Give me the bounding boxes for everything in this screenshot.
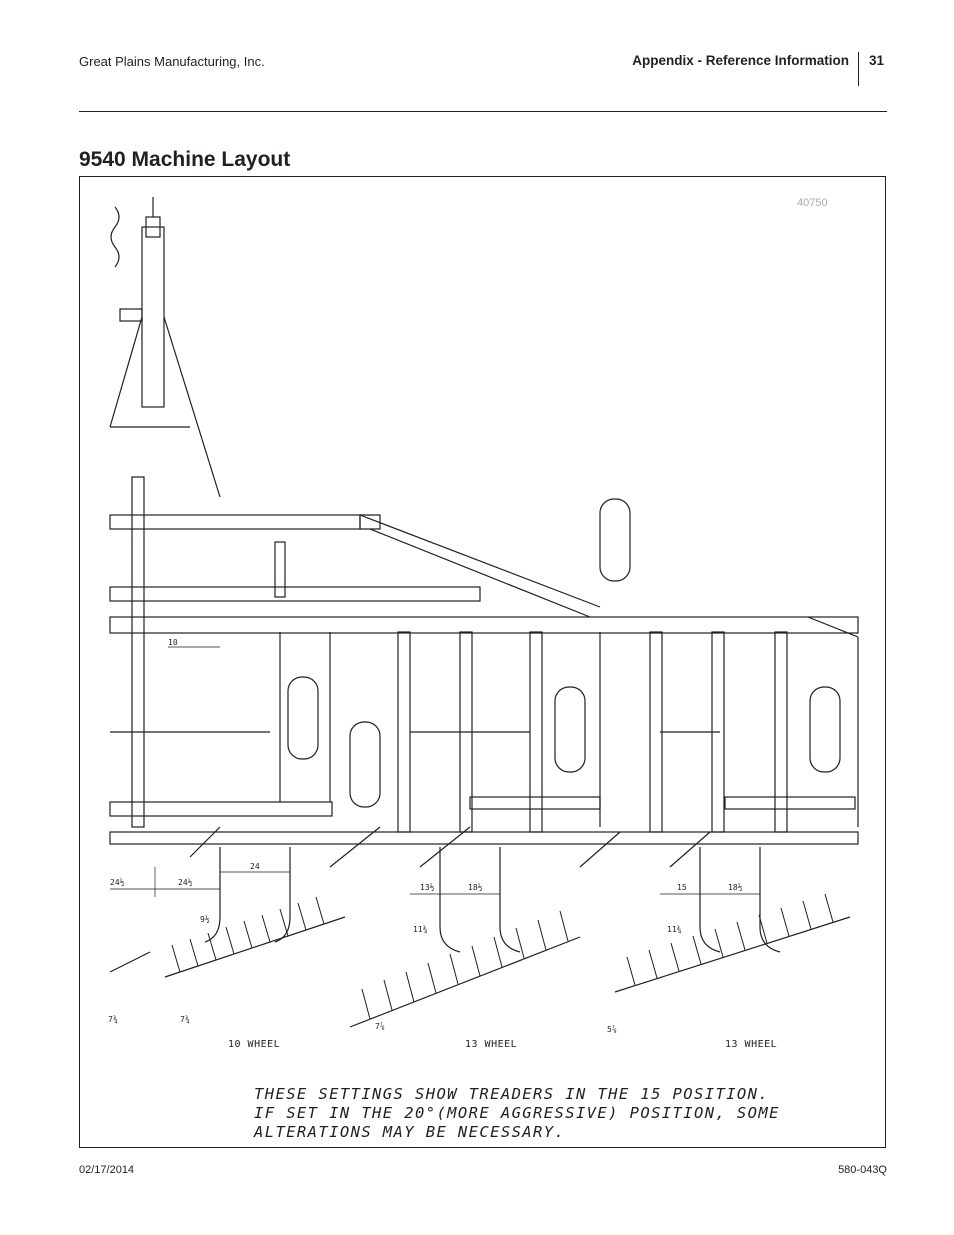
figure-note: THESE SETTINGS SHOW TREADERS IN THE 15 P… — [254, 1085, 780, 1142]
footer-doc-number: 580-043Q — [838, 1164, 887, 1176]
note-line: THESE SETTINGS SHOW TREADERS IN THE 15 P… — [254, 1085, 770, 1103]
svg-text:15: 15 — [677, 883, 687, 892]
note-line: ALTERATIONS MAY BE NECESSARY. — [254, 1123, 566, 1141]
svg-text:24: 24 — [250, 862, 260, 871]
svg-text:9½: 9½ — [200, 914, 210, 924]
page-number: 31 — [869, 53, 885, 68]
header-company: Great Plains Manufacturing, Inc. — [79, 54, 265, 69]
svg-text:7¾: 7¾ — [108, 1015, 118, 1024]
machine-layout-drawing: 10 24½ 24½ 24 13½ 18½ 15 18½ 9½ 11¾ 11¾ … — [108, 197, 859, 1034]
svg-text:11¾: 11¾ — [667, 925, 682, 934]
svg-text:13½: 13½ — [420, 882, 435, 892]
page-title: 9540 Machine Layout — [79, 148, 291, 171]
svg-text:11¾: 11¾ — [413, 925, 428, 934]
svg-text:18½: 18½ — [728, 882, 743, 892]
svg-text:5⅞: 5⅞ — [607, 1025, 617, 1034]
wheel-label-3: 13 WHEEL — [725, 1039, 778, 1050]
footer-date: 02/17/2014 — [79, 1164, 135, 1176]
header-section-title: Appendix - Reference Information — [632, 53, 849, 68]
svg-text:24½: 24½ — [178, 877, 193, 887]
svg-text:10: 10 — [168, 638, 178, 647]
header-rule — [79, 111, 887, 112]
svg-text:24½: 24½ — [110, 877, 125, 887]
note-line: IF SET IN THE 20°(MORE AGGRESSIVE) POSIT… — [254, 1104, 780, 1122]
wheel-label-1: 10 WHEEL — [228, 1039, 281, 1050]
figure-id: 40750 — [797, 197, 828, 209]
machine-layout-figure: 10 24½ 24½ 24 13½ 18½ 15 18½ 9½ 11¾ 11¾ … — [79, 176, 886, 1148]
wheel-label-2: 13 WHEEL — [465, 1039, 518, 1050]
svg-text:7¾: 7¾ — [180, 1015, 190, 1024]
header-divider — [858, 52, 859, 86]
svg-text:7⅞: 7⅞ — [375, 1022, 385, 1031]
svg-text:18½: 18½ — [468, 882, 483, 892]
